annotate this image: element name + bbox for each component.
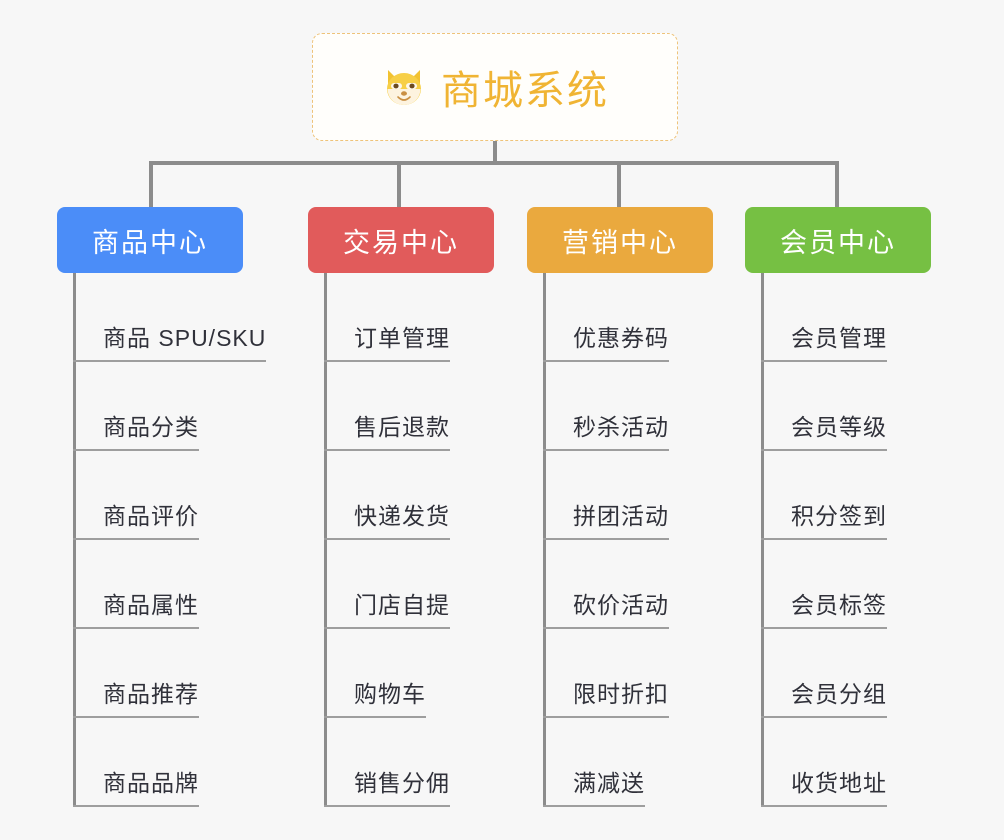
list-item[interactable]: 优惠券码 bbox=[527, 273, 713, 362]
connector-root-stem bbox=[493, 141, 497, 165]
leaf-label: 商品 SPU/SKU bbox=[103, 325, 267, 351]
list-item[interactable]: 购物车 bbox=[308, 629, 494, 718]
root-node[interactable]: 商城系统 bbox=[312, 33, 678, 141]
leaf-label: 门店自提 bbox=[354, 592, 450, 618]
list-item[interactable]: 门店自提 bbox=[308, 540, 494, 629]
branch-column-2: 交易中心 订单管理 售后退款 快递发货 门店自提 购物车 销售分佣 bbox=[308, 207, 494, 807]
branch-column-3: 营销中心 优惠券码 秒杀活动 拼团活动 砍价活动 限时折扣 满减送 bbox=[527, 207, 713, 807]
leaf-label: 限时折扣 bbox=[573, 681, 669, 707]
list-item[interactable]: 会员等级 bbox=[745, 362, 931, 451]
list-item[interactable]: 砍价活动 bbox=[527, 540, 713, 629]
leaf-trunk-3 bbox=[543, 273, 546, 807]
list-item[interactable]: 会员分组 bbox=[745, 629, 931, 718]
leaf-label: 销售分佣 bbox=[354, 770, 450, 796]
leaf-trunk-2 bbox=[324, 273, 327, 807]
leaf-label: 商品属性 bbox=[103, 592, 199, 618]
leaf-trunk-1 bbox=[73, 273, 76, 807]
list-item[interactable]: 商品推荐 bbox=[57, 629, 243, 718]
connector-drop-2 bbox=[397, 161, 401, 207]
branch-column-4: 会员中心 会员管理 会员等级 积分签到 会员标签 会员分组 收货地址 bbox=[745, 207, 931, 807]
leaf-label: 商品分类 bbox=[103, 414, 199, 440]
leaf-label: 订单管理 bbox=[354, 325, 450, 351]
list-item[interactable]: 商品属性 bbox=[57, 540, 243, 629]
branch-column-1: 商品中心 商品 SPU/SKU 商品分类 商品评价 商品属性 商品推荐 商品品牌 bbox=[57, 207, 267, 807]
list-item[interactable]: 商品分类 bbox=[57, 362, 243, 451]
leaf-label: 商品品牌 bbox=[103, 770, 199, 796]
leaf-trunk-4 bbox=[761, 273, 764, 807]
list-item[interactable]: 快递发货 bbox=[308, 451, 494, 540]
leaf-label: 积分签到 bbox=[791, 503, 887, 529]
leaf-label: 会员标签 bbox=[791, 592, 887, 618]
category-header-2[interactable]: 交易中心 bbox=[308, 207, 494, 273]
root-title: 商城系统 bbox=[441, 69, 609, 113]
leaf-label: 会员分组 bbox=[791, 681, 887, 707]
shiba-dog-face-icon bbox=[381, 64, 427, 110]
list-item[interactable]: 商品评价 bbox=[57, 451, 243, 540]
leaf-label: 会员等级 bbox=[791, 414, 887, 440]
leaf-list-4: 会员管理 会员等级 积分签到 会员标签 会员分组 收货地址 bbox=[745, 273, 931, 807]
list-item[interactable]: 限时折扣 bbox=[527, 629, 713, 718]
leaf-label: 购物车 bbox=[354, 681, 426, 707]
leaf-label: 秒杀活动 bbox=[573, 414, 669, 440]
list-item[interactable]: 会员标签 bbox=[745, 540, 931, 629]
connector-drop-3 bbox=[617, 161, 621, 207]
list-item[interactable]: 积分签到 bbox=[745, 451, 931, 540]
category-header-3[interactable]: 营销中心 bbox=[527, 207, 713, 273]
leaf-label: 砍价活动 bbox=[573, 592, 669, 618]
list-item[interactable]: 售后退款 bbox=[308, 362, 494, 451]
list-item[interactable]: 秒杀活动 bbox=[527, 362, 713, 451]
leaf-list-1: 商品 SPU/SKU 商品分类 商品评价 商品属性 商品推荐 商品品牌 bbox=[57, 273, 267, 807]
category-header-4[interactable]: 会员中心 bbox=[745, 207, 931, 273]
list-item[interactable]: 会员管理 bbox=[745, 273, 931, 362]
leaf-label: 拼团活动 bbox=[573, 503, 669, 529]
leaf-label: 快递发货 bbox=[354, 503, 450, 529]
leaf-label: 会员管理 bbox=[791, 325, 887, 351]
category-header-1[interactable]: 商品中心 bbox=[57, 207, 243, 273]
leaf-list-2: 订单管理 售后退款 快递发货 门店自提 购物车 销售分佣 bbox=[308, 273, 494, 807]
leaf-label: 商品推荐 bbox=[103, 681, 199, 707]
list-item[interactable]: 满减送 bbox=[527, 718, 713, 807]
leaf-label: 满减送 bbox=[573, 770, 645, 796]
list-item[interactable]: 销售分佣 bbox=[308, 718, 494, 807]
connector-drop-1 bbox=[149, 161, 153, 207]
list-item[interactable]: 订单管理 bbox=[308, 273, 494, 362]
leaf-label: 收货地址 bbox=[791, 770, 887, 796]
list-item[interactable]: 商品品牌 bbox=[57, 718, 243, 807]
connector-horizontal-bus bbox=[149, 161, 839, 165]
leaf-label: 售后退款 bbox=[354, 414, 450, 440]
leaf-label: 商品评价 bbox=[103, 503, 199, 529]
list-item[interactable]: 商品 SPU/SKU bbox=[57, 273, 267, 362]
leaf-label: 优惠券码 bbox=[573, 325, 669, 351]
connector-drop-4 bbox=[835, 161, 839, 207]
leaf-list-3: 优惠券码 秒杀活动 拼团活动 砍价活动 限时折扣 满减送 bbox=[527, 273, 713, 807]
list-item[interactable]: 收货地址 bbox=[745, 718, 931, 807]
list-item[interactable]: 拼团活动 bbox=[527, 451, 713, 540]
